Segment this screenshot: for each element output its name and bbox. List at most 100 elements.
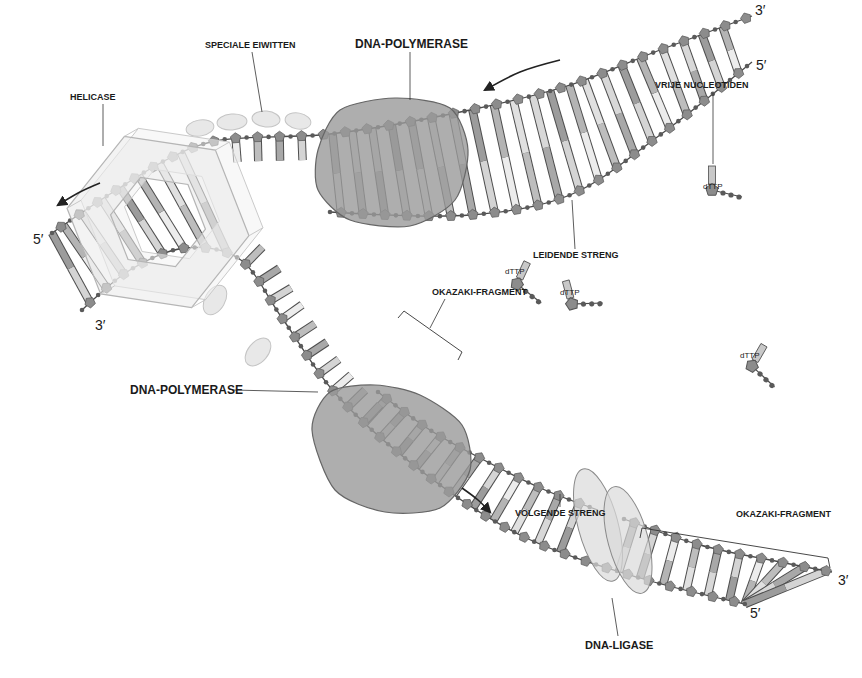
sugar bbox=[637, 52, 647, 62]
base bbox=[655, 93, 670, 128]
sugar bbox=[540, 541, 550, 551]
nucleotide-label: dTTP bbox=[505, 268, 525, 276]
base-outline bbox=[745, 587, 786, 604]
phosphate bbox=[535, 298, 542, 305]
enzyme-label: DNA-LIGASE bbox=[585, 640, 653, 651]
phosphate bbox=[569, 82, 574, 87]
phosphate bbox=[631, 59, 636, 64]
strand-end-label: 5′ bbox=[756, 58, 766, 72]
base bbox=[663, 561, 669, 585]
phosphate bbox=[573, 555, 578, 560]
phosphate bbox=[597, 301, 603, 307]
base-outline bbox=[584, 133, 599, 180]
strand-end-label: 3′ bbox=[95, 318, 105, 332]
leader-line bbox=[572, 200, 575, 249]
sugar bbox=[617, 60, 627, 70]
phosphate bbox=[274, 307, 279, 312]
sugar bbox=[593, 175, 603, 185]
phosphate bbox=[610, 67, 615, 72]
phosphate bbox=[692, 35, 697, 40]
sugar-layer bbox=[50, 13, 832, 607]
base bbox=[745, 587, 786, 604]
fragment-label: OKAZAKI-FRAGMENT bbox=[432, 288, 527, 297]
phosphate bbox=[286, 325, 291, 330]
phosphate bbox=[588, 301, 594, 307]
base-outline bbox=[494, 105, 505, 157]
sugar bbox=[252, 132, 262, 142]
base-outline bbox=[655, 93, 670, 128]
phosphate bbox=[532, 539, 537, 544]
base bbox=[533, 96, 546, 148]
base-outline bbox=[533, 96, 546, 148]
sugar bbox=[664, 123, 674, 133]
sugar bbox=[597, 68, 607, 78]
phosphate bbox=[324, 380, 329, 385]
sugar bbox=[500, 522, 510, 532]
phosphate bbox=[244, 135, 249, 140]
phosphate bbox=[720, 190, 725, 195]
base bbox=[472, 109, 483, 161]
phosphate bbox=[641, 145, 646, 150]
base bbox=[560, 528, 570, 552]
base-outline bbox=[619, 114, 635, 155]
base bbox=[484, 161, 495, 213]
base-outline bbox=[538, 519, 548, 543]
nucleotide-label: dTTP bbox=[740, 352, 760, 360]
phosphate bbox=[676, 119, 681, 124]
base bbox=[71, 268, 90, 303]
binding-protein bbox=[240, 333, 276, 370]
sugar bbox=[85, 298, 95, 308]
strand-end-label: 5′ bbox=[750, 606, 760, 620]
phosphate bbox=[311, 362, 316, 367]
phosphate bbox=[733, 20, 738, 25]
base-outline bbox=[484, 161, 495, 213]
sugar bbox=[720, 21, 730, 31]
phosphate bbox=[263, 288, 268, 293]
phosphate bbox=[546, 489, 551, 494]
sugar bbox=[254, 276, 264, 286]
dna-backbone bbox=[52, 16, 752, 233]
enzyme-label: HELICASE bbox=[70, 93, 116, 102]
phosphate bbox=[484, 104, 489, 109]
base-outline bbox=[161, 212, 183, 248]
direction-arrow bbox=[462, 488, 490, 512]
sugar bbox=[56, 222, 66, 232]
base-outline bbox=[526, 153, 538, 205]
base bbox=[550, 91, 565, 141]
phosphate bbox=[813, 567, 818, 572]
binding-protein bbox=[284, 111, 312, 131]
phosphate bbox=[721, 597, 726, 602]
sugar bbox=[576, 76, 586, 86]
phosphate bbox=[580, 301, 586, 307]
base-outline bbox=[663, 561, 669, 585]
phosphate bbox=[505, 99, 510, 104]
base-outline bbox=[505, 157, 516, 209]
sugar bbox=[733, 68, 743, 78]
leader-line bbox=[560, 494, 561, 507]
base-outline bbox=[71, 268, 90, 303]
phosphate bbox=[171, 248, 176, 253]
base bbox=[161, 212, 183, 248]
helicase-edge bbox=[67, 200, 81, 208]
base bbox=[513, 100, 525, 152]
sugar bbox=[533, 200, 543, 210]
sugar bbox=[756, 553, 766, 563]
base-outline bbox=[601, 124, 617, 168]
sugar bbox=[446, 210, 456, 220]
nucleotide-layer bbox=[507, 166, 790, 389]
base-outline bbox=[603, 73, 619, 114]
helicase-edge bbox=[101, 286, 115, 294]
phosphate bbox=[299, 344, 304, 349]
base bbox=[785, 571, 826, 588]
phosphate bbox=[700, 592, 705, 597]
sugar bbox=[301, 350, 311, 360]
sugar bbox=[296, 131, 306, 141]
sugar bbox=[481, 511, 491, 521]
phosphate bbox=[791, 562, 796, 567]
sugar bbox=[534, 482, 544, 492]
part-label: VRIJE NUCLEOTIDEN bbox=[655, 81, 749, 90]
sugar bbox=[230, 133, 240, 143]
phosphate bbox=[651, 50, 656, 55]
phosphate bbox=[671, 43, 676, 48]
